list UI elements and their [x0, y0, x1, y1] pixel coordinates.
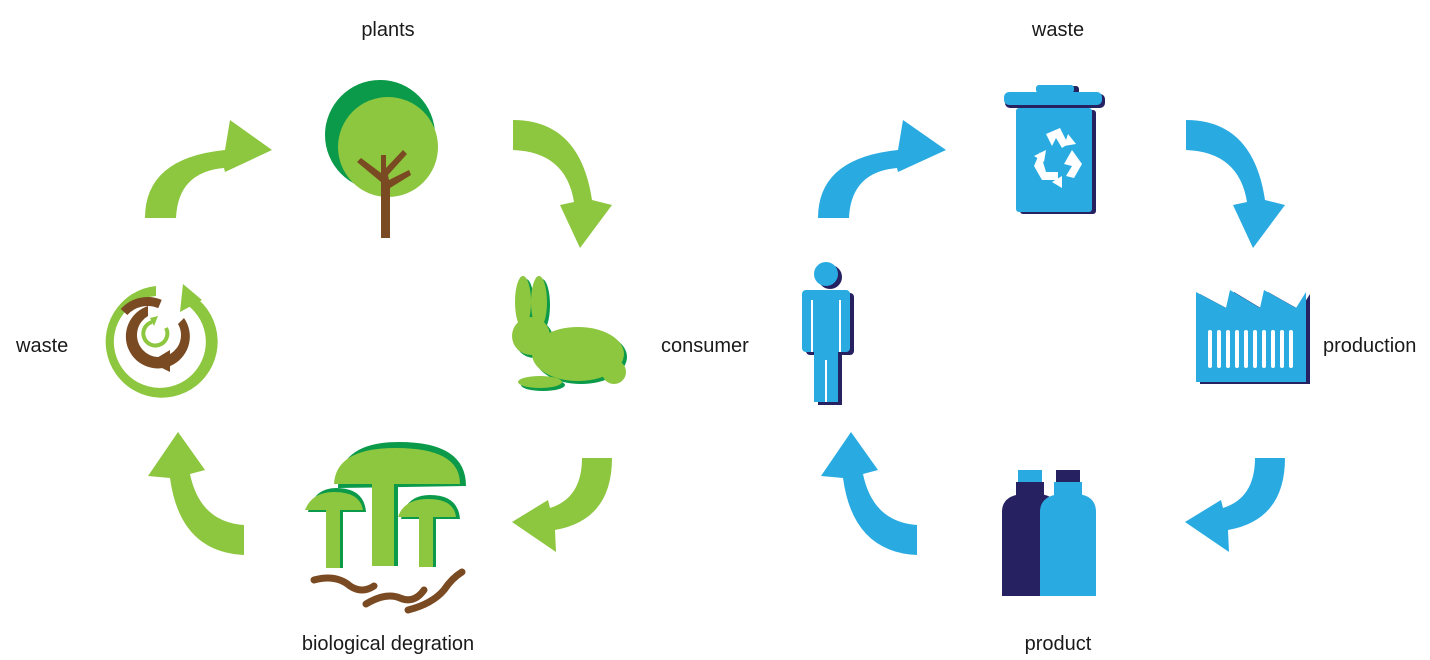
arrow-waste-to-production [1186, 120, 1285, 248]
label-production: production [1323, 335, 1416, 357]
person-icon [802, 262, 854, 405]
bottles-icon [1002, 470, 1096, 596]
factory-icon [1196, 290, 1310, 384]
label-plants: plants [361, 19, 414, 41]
rabbit-icon [512, 276, 627, 391]
recycle-symbol-icon [1034, 128, 1082, 188]
label-product: product [1025, 633, 1092, 655]
worms-icon [310, 568, 466, 614]
natural-cycle: plants consumer biological degration was… [15, 19, 749, 655]
recycle-bin-icon [1004, 85, 1105, 214]
arrow-person-to-waste [818, 120, 946, 218]
tree-icon [325, 80, 438, 238]
arrow-degration-to-waste [148, 432, 244, 555]
mushrooms-icon [305, 442, 466, 614]
label-consumer: consumer [661, 335, 749, 357]
compost-icon [105, 284, 218, 398]
industrial-cycle-arrows [818, 120, 1285, 555]
label-waste-industrial: waste [1031, 19, 1084, 41]
industrial-cycle: waste production product [802, 19, 1416, 655]
arrow-production-to-product [1185, 458, 1285, 552]
arrow-plants-to-consumer [513, 120, 612, 248]
arrow-consumer-to-degration [512, 458, 612, 552]
arrow-waste-to-plants [145, 120, 272, 218]
arrow-product-to-person [821, 432, 917, 555]
label-biological-degration: biological degration [302, 633, 474, 655]
natural-cycle-arrows [145, 120, 612, 555]
label-waste-natural: waste [15, 335, 68, 357]
